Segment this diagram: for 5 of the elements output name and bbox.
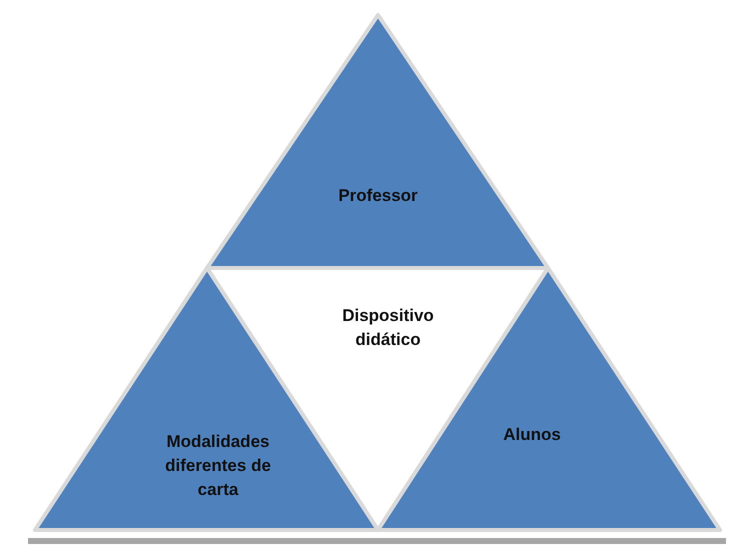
triangle-label: Modalidades diferentes de carta xyxy=(164,431,272,501)
triangle xyxy=(207,15,548,268)
triangle-label: Dispositivo didático xyxy=(341,305,435,351)
triangle-label: Professor xyxy=(337,185,419,207)
triangle-label: Alunos xyxy=(502,424,562,446)
